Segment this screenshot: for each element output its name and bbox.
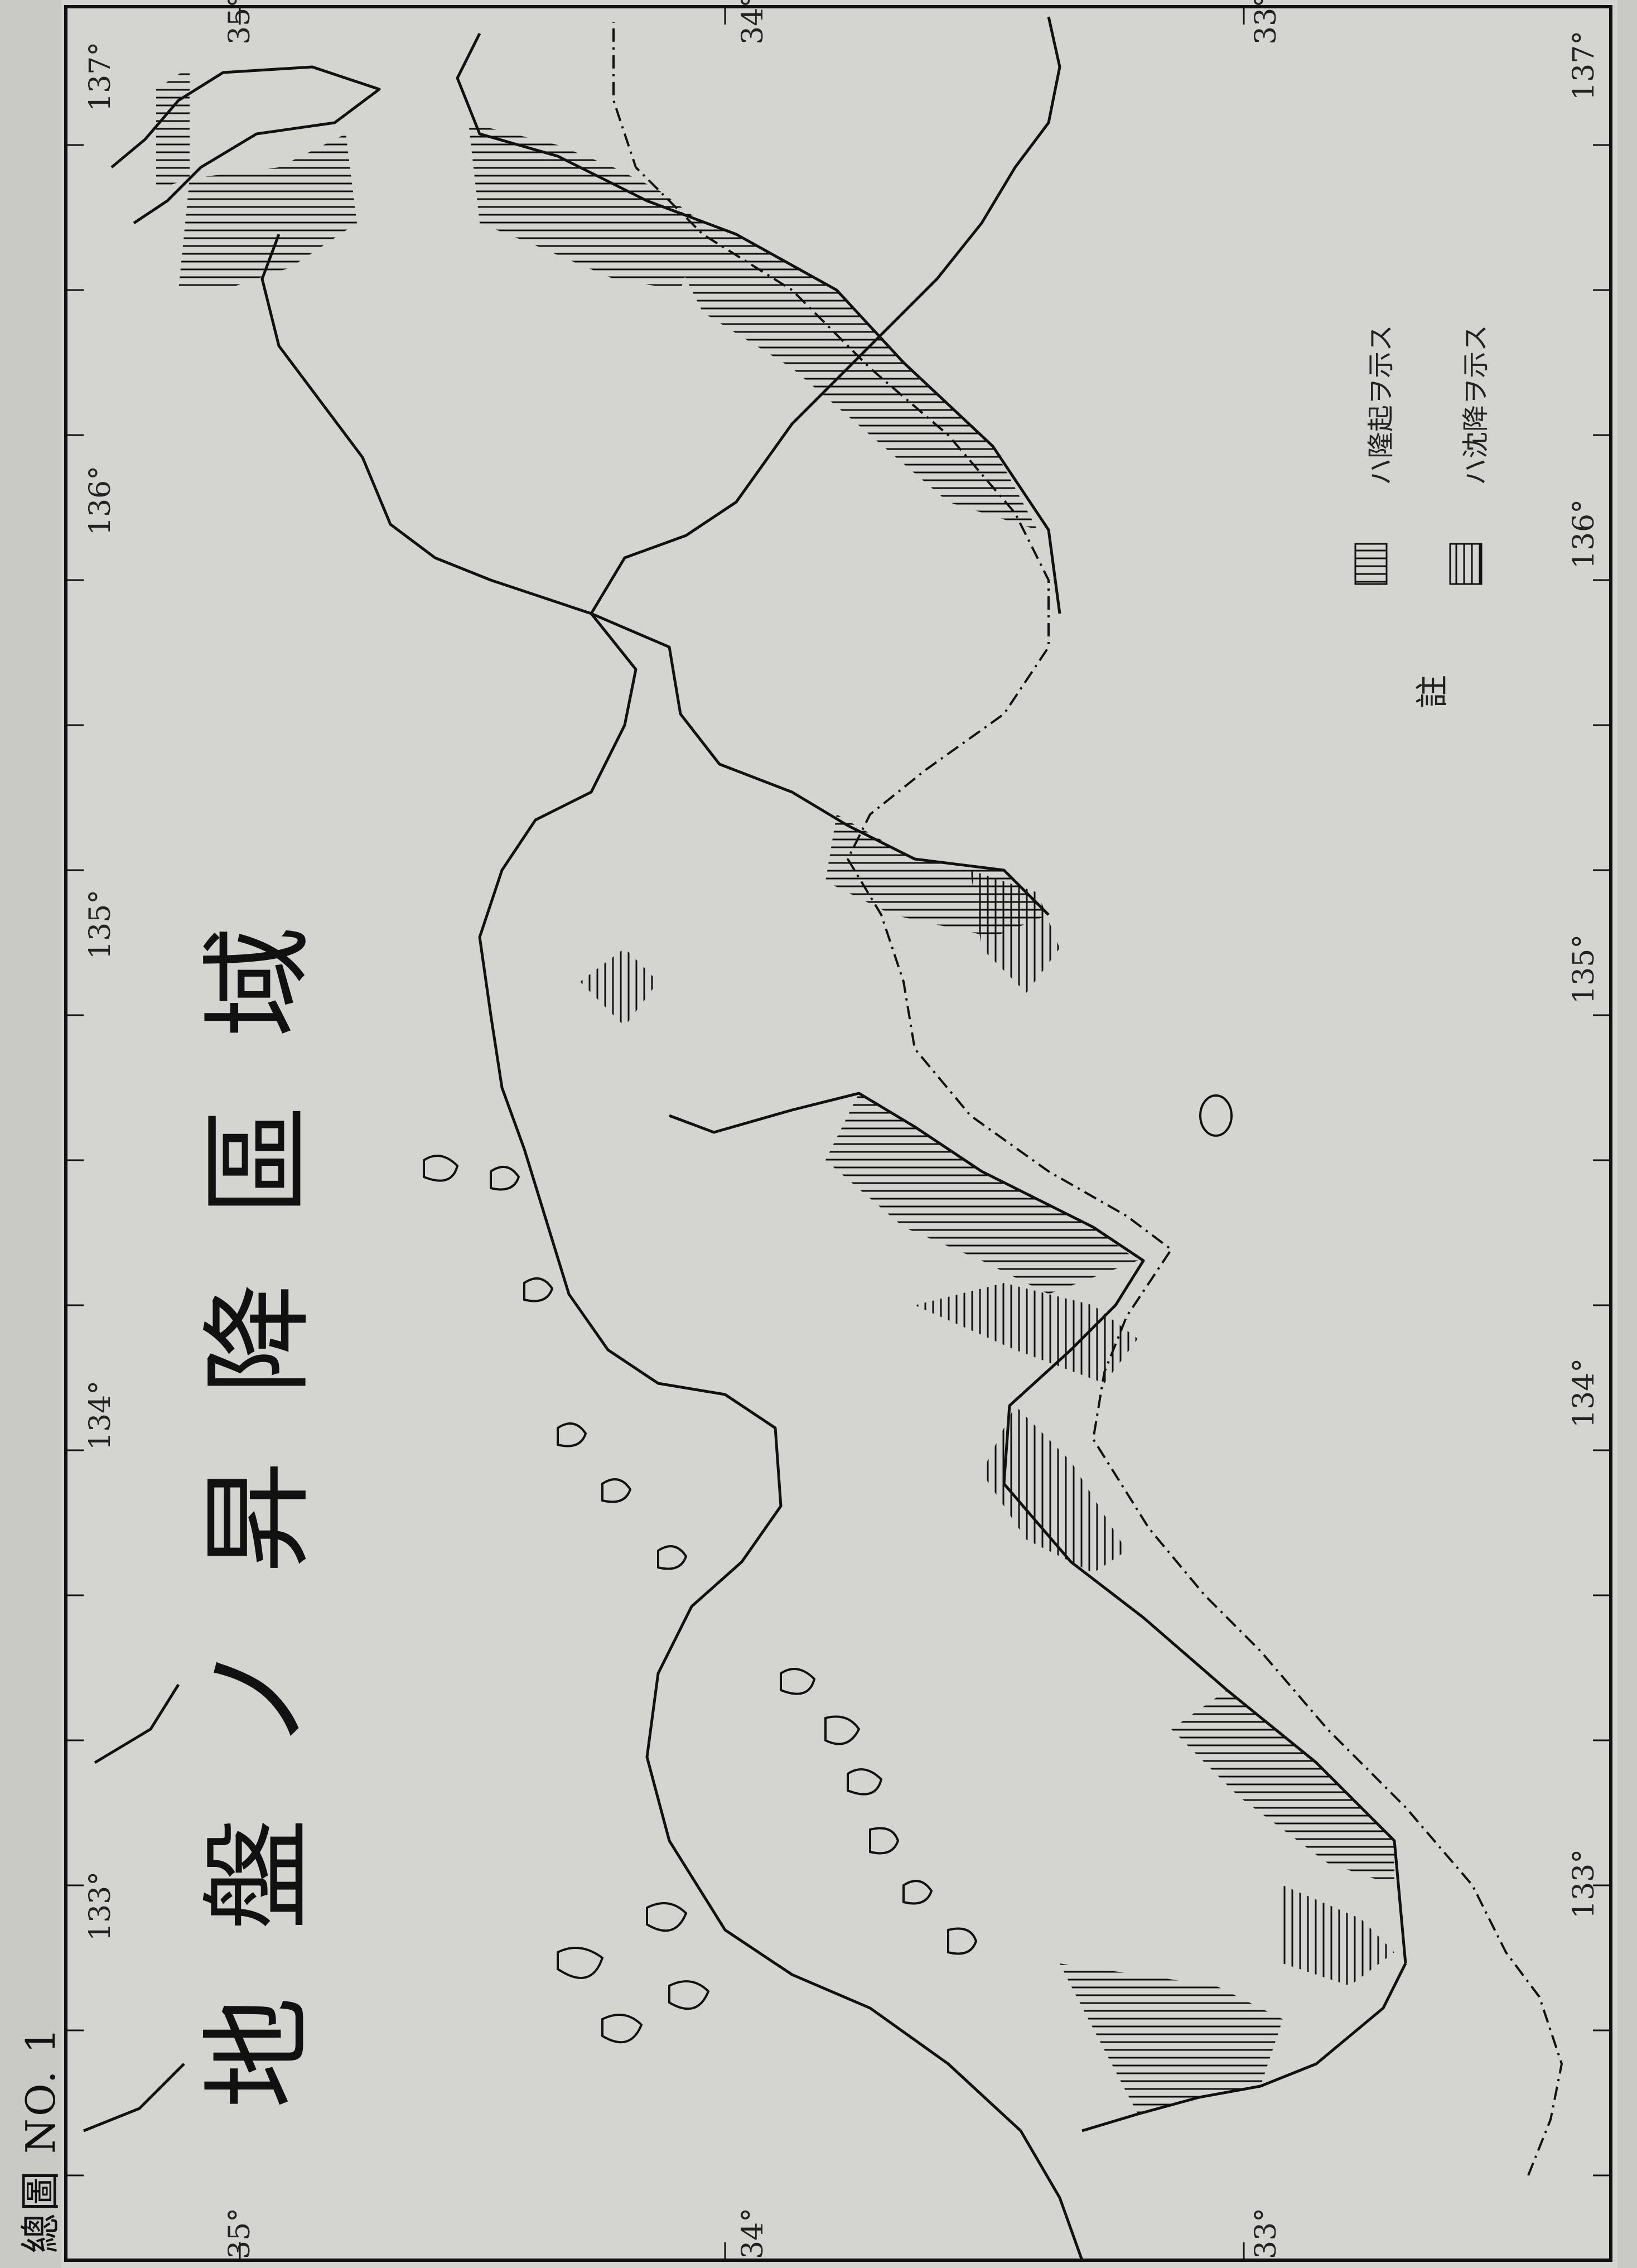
lat-tick-top-33: 33°	[1249, 0, 1283, 45]
lon-tick-right-137: 137°	[1567, 30, 1601, 100]
lat-tick-bottom-34: 34°	[736, 2207, 770, 2259]
lon-tick-right-133: 133°	[1567, 1849, 1601, 1919]
legend-swatch-subsidence	[1449, 543, 1483, 585]
lon-tick-left-137: 137°	[84, 41, 117, 112]
legend-swatches	[1354, 543, 1483, 585]
map-title: 地盤ノ昇降區域	[194, 858, 323, 2108]
lon-tick-right-135: 135°	[1567, 934, 1601, 1004]
lat-tick-top-34: 34°	[736, 0, 770, 45]
lat-tick-top-35: 35°	[223, 0, 257, 45]
islands	[423, 1094, 1233, 2044]
figure-label: 總圖 NO. 1	[17, 2025, 64, 2253]
legend-swatch-uplift	[1354, 543, 1388, 585]
lon-tick-left-136: 136°	[84, 465, 117, 535]
lat-tick-bottom-35: 35°	[223, 2207, 257, 2259]
map-border	[64, 5, 1612, 2262]
border-ticks	[66, 7, 1611, 2260]
coastline-east	[590, 16, 1061, 615]
lon-tick-left-135: 135°	[84, 889, 117, 959]
lat-tick-bottom-33: 33°	[1249, 2207, 1283, 2259]
legend-label-uplift: ハ隆起ヲ示ス	[1365, 324, 1397, 485]
legend-heading: 註	[1413, 675, 1452, 708]
uplift-zones	[156, 67, 1394, 2114]
coastline-south	[456, 32, 1407, 2132]
lon-tick-left-133: 133°	[84, 1871, 117, 1941]
lon-tick-right-136: 136°	[1567, 499, 1601, 569]
lon-tick-right-134: 134°	[1567, 1358, 1601, 1428]
lon-tick-left-134: 134°	[84, 1380, 117, 1450]
subsidence-zones	[580, 870, 1394, 1986]
coastline-main	[260, 234, 1084, 2261]
legend-label-subsidence: ハ沈降ヲ示ス	[1460, 324, 1491, 485]
